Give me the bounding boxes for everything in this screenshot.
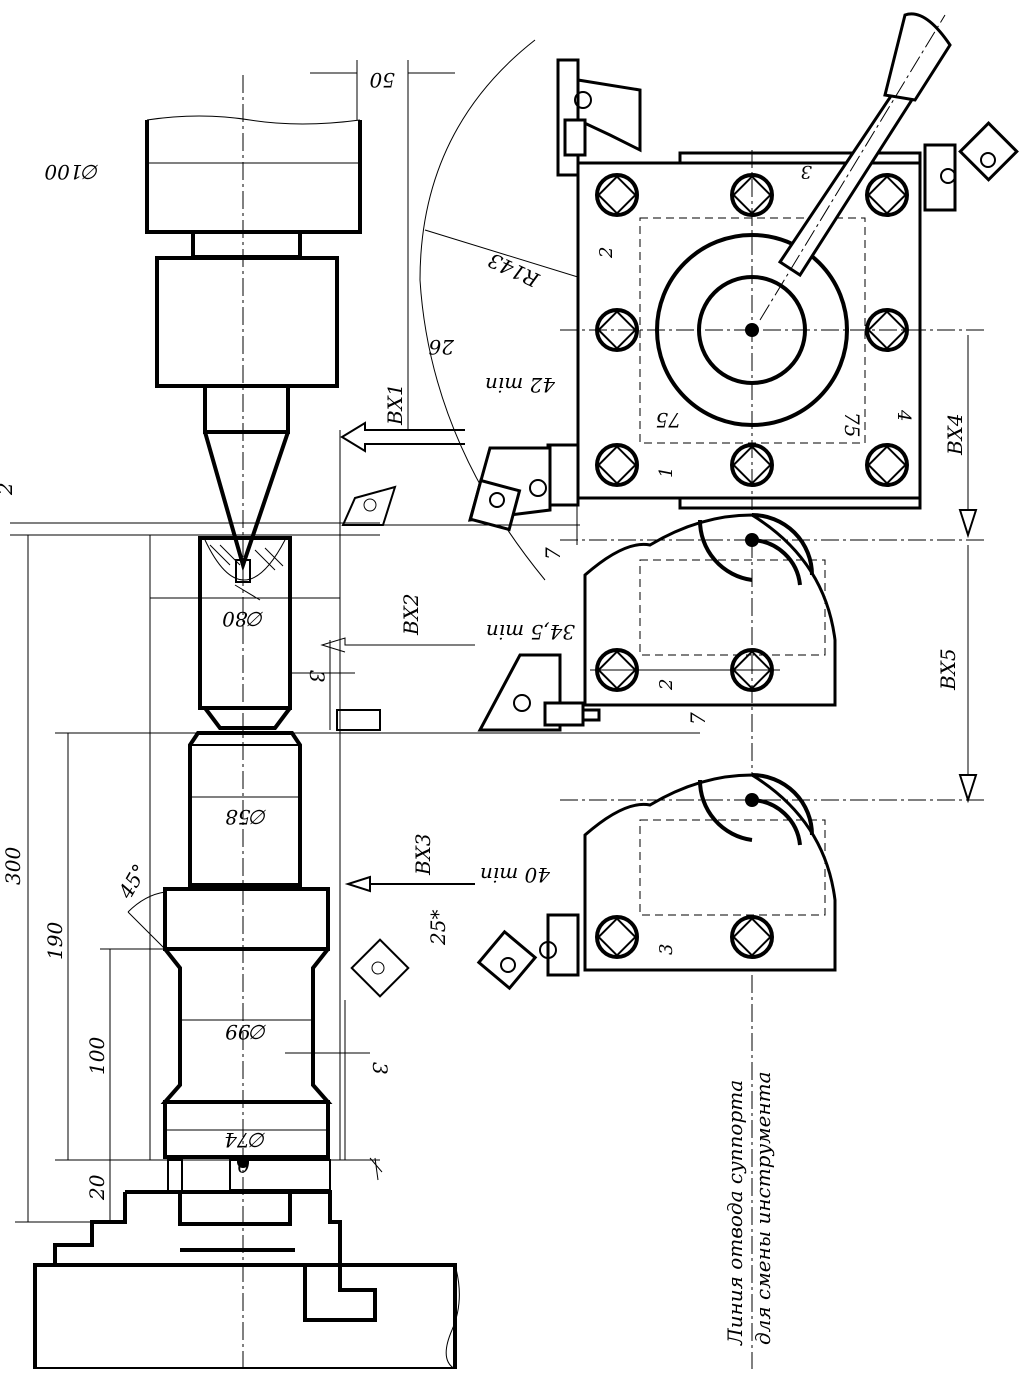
live-center (203, 431, 290, 572)
note-line-2: для смены инструмента (751, 1071, 775, 1345)
approach-arrows (320, 335, 978, 893)
position-1: 1 (656, 467, 677, 478)
break-line (146, 115, 361, 125)
move-bx1: ВХ1 (383, 383, 407, 426)
dim-20: 20 (85, 1174, 109, 1201)
note-line-1: Линия отвода суппорта (723, 1080, 747, 1346)
spindle-body (145, 120, 362, 234)
groove (203, 706, 292, 730)
turret-head (419, 12, 1019, 581)
dim-45-deg: 45° (113, 860, 152, 904)
tool-holder-pos1 (467, 443, 580, 532)
dimension-lines (10, 60, 700, 1223)
dim-50: 50 (369, 68, 395, 92)
position-3-lower: 3 (656, 944, 677, 955)
dim-40-min: 40 min (480, 863, 551, 887)
position-3: 3 (801, 161, 812, 182)
turret-position-2 (477, 513, 985, 1369)
move-bx2: ВХ2 (399, 593, 423, 636)
dim-2: 2 (0, 482, 17, 496)
move-bx5: ВХ5 (936, 648, 960, 691)
position-4: 4 (893, 409, 914, 421)
lever-handle (883, 12, 952, 102)
insert-3 (350, 938, 410, 998)
origin-point (237, 1156, 249, 1168)
retract-note: Линия отвода суппорта для смены инструме… (723, 1071, 775, 1346)
dim-3-lower: 3 (368, 1062, 392, 1075)
center-hole-section (204, 539, 286, 581)
dim-d99: ∅99 (225, 1020, 268, 1044)
position-2-middle: 2 (656, 679, 677, 691)
move-labels: ВХ1 ВХ2 ВХ3 ВХ4 ВХ5 (383, 383, 967, 876)
turret-bolts (595, 173, 909, 487)
drive-dog (167, 1159, 183, 1193)
dim-r143: R143 (484, 248, 543, 293)
tool-holder-top (556, 58, 642, 177)
turret-position-3 (476, 773, 985, 991)
dim-300: 300 (1, 847, 25, 885)
dim-42min: 42 min (485, 373, 556, 397)
cutting-inserts (336, 485, 410, 998)
tool-holder-right (923, 121, 1019, 212)
dim-100: 100 (85, 1037, 109, 1075)
tool-holder-pos3 (476, 913, 580, 991)
insert-1 (341, 485, 397, 526)
dim-d58: ∅58 (225, 805, 268, 829)
chuck-core (178, 1190, 292, 1226)
chuck-left (33, 1192, 127, 1369)
collar (163, 887, 330, 951)
turret-body-2 (583, 513, 837, 707)
turret-body-3 (583, 773, 837, 972)
dim-3-upper: 3 (305, 670, 329, 683)
dim-7-lower: 7 (686, 712, 710, 725)
dim-25-star: 25* (426, 910, 450, 946)
move-bx3: ВХ3 (411, 833, 435, 876)
spindle-flange (155, 256, 339, 388)
move-bx4: ВХ4 (943, 413, 967, 456)
center-pin (235, 559, 251, 583)
dim-75-vertical: 75 (840, 412, 864, 437)
dim-34-5-min: 34,5 min (486, 620, 575, 644)
tool-holder-pos2 (477, 653, 601, 732)
dim-7-upper: 7 (541, 547, 565, 560)
position-numbers: 1 2 3 4 2 3 (596, 161, 914, 955)
center-shank (203, 386, 290, 434)
chuck-base (33, 1263, 457, 1371)
dim-d100: ∅100 (44, 160, 100, 184)
chuck-jaw (35, 1190, 377, 1322)
spindle-neck (191, 230, 302, 259)
origin-zero: 0 (237, 1153, 250, 1177)
dim-190: 190 (43, 922, 67, 960)
dim-d74: ∅74 (224, 1128, 267, 1152)
position-2: 2 (596, 247, 617, 259)
dim-75-horizontal: 75 (656, 408, 681, 432)
insert-2 (336, 709, 381, 731)
dim-d80: ∅80 (222, 607, 265, 631)
dim-26: 26 (428, 335, 455, 359)
